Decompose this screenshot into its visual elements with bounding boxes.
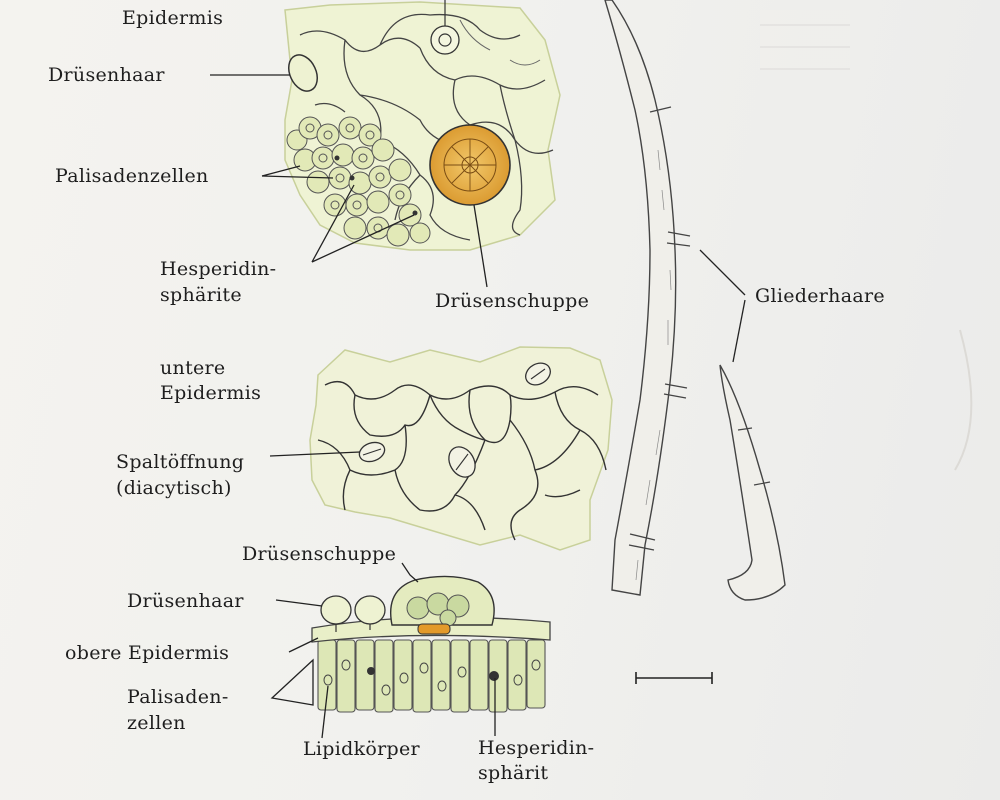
glandular-hair-top: [287, 54, 319, 92]
label-palisaden-1: Palisaden-: [127, 686, 229, 708]
palisade-cells-top: [286, 116, 431, 247]
label-hesperidin-top-1: Hesperidin-: [160, 258, 277, 280]
label-gliederhaare: Gliederhaare: [755, 285, 885, 307]
scale-bar-icon: [635, 672, 713, 684]
label-epidermis-top: Epidermis: [122, 7, 224, 29]
articulated-hair-long: [604, 0, 691, 596]
label-druesenhaar-top: Drüsenhaar: [48, 64, 165, 86]
label-lipidkoerper: Lipidkörper: [303, 738, 420, 760]
label-druesenschuppe-top: Drüsenschuppe: [435, 290, 590, 312]
label-palisaden-2: zellen: [127, 712, 186, 734]
label-palisadenzellen-top: Palisadenzellen: [55, 165, 209, 187]
label-druesenschuppe-bottom: Drüsenschuppe: [242, 543, 397, 565]
upper-epidermis-surface: [284, 0, 561, 251]
leaf-cross-section: [311, 575, 551, 713]
label-spaltoeffnung-2: (diacytisch): [116, 477, 232, 499]
label-hesperidin-bottom-1: Hesperidin-: [478, 737, 595, 759]
articulated-hair-short: [719, 364, 786, 601]
label-hesperidin-top-2: sphärite: [160, 284, 242, 306]
label-spaltoeffnung-1: Spaltöffnung: [116, 451, 245, 473]
label-druesenhaar-bottom: Drüsenhaar: [127, 590, 244, 612]
label-untere-epidermis-1: untere: [160, 357, 226, 379]
label-obere-epidermis: obere Epidermis: [65, 642, 230, 664]
glandular-scale-top: [429, 124, 511, 206]
lower-epidermis-surface: [309, 346, 613, 551]
paper-curve: [954, 329, 973, 471]
faint-background-text: [760, 10, 850, 70]
label-hesperidin-bottom-2: sphärit: [478, 762, 549, 784]
label-untere-epidermis-2: Epidermis: [160, 382, 262, 404]
